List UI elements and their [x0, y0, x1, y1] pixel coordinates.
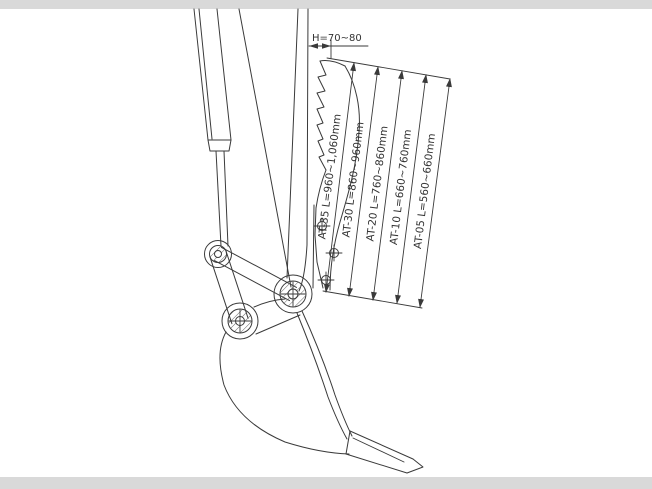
- link-ac-right-line: [225, 250, 249, 319]
- length-dimensions: [322, 57, 452, 309]
- top-border-strip: [0, 0, 652, 9]
- shank-inner-edge: [301, 310, 353, 437]
- cylinder-bottom-cap: [207, 139, 232, 152]
- bracket-line-upper: [253, 298, 286, 308]
- adjustment-bolt-2: [325, 244, 343, 262]
- link-ab-upper-line: [221, 246, 297, 288]
- arm-left-edge: [286, 8, 299, 279]
- adjustment-bolt-3: [317, 271, 335, 289]
- arm-right-edge: [298, 8, 309, 292]
- tooth-joint-line: [345, 430, 351, 455]
- h-dimension-label: H=70~80: [312, 33, 362, 44]
- dipper-arm: [238, 8, 309, 292]
- pin-a-boss: [204, 240, 232, 268]
- tooth-top-edge: [349, 430, 414, 460]
- link-ab-lower-line: [214, 260, 290, 302]
- ripper-shank: [219, 310, 424, 474]
- h-arrow-right: [322, 43, 331, 49]
- cylinder-rod-right-edge: [223, 150, 229, 247]
- tooth-bottom-edge: [345, 453, 408, 474]
- tooth-inner-line: [352, 437, 405, 463]
- shank-inner-plate-line: [296, 312, 348, 440]
- linkage: [209, 246, 301, 335]
- h-dimension: [308, 39, 369, 59]
- blade-mount-plate-edge: [312, 204, 315, 289]
- pin-b-boss: [273, 274, 313, 314]
- cylinder-rod-left-edge: [215, 150, 222, 247]
- blade-top-edge: [319, 60, 346, 67]
- arm-front-diagonal: [238, 8, 292, 288]
- pin-b-crosshair: [280, 281, 306, 307]
- cylinder-barrel-right-edge: [216, 8, 232, 141]
- cylinder-barrel-left-edge: [193, 8, 209, 141]
- cylinder-barrel-inner-line: [198, 8, 213, 140]
- pin-c-crosshair: [228, 309, 252, 333]
- model-label-at05: AT-05 L=560~660mm: [412, 133, 438, 250]
- shank-outer-edge: [219, 331, 350, 455]
- pin-bucket-pivot: [221, 302, 259, 340]
- model-label-at10: AT-10 L=660~760mm: [388, 129, 414, 246]
- bottom-border-strip: [0, 477, 652, 489]
- bracket-line: [255, 314, 301, 335]
- pin-c-boss: [221, 302, 259, 340]
- pin-rod-end: [204, 240, 232, 268]
- dim-top-boundary: [326, 57, 451, 80]
- h-arrow-left: [309, 43, 318, 49]
- hydraulic-cylinder: [193, 8, 232, 247]
- dim-line-at05: [418, 78, 452, 308]
- dim-bottom-boundary: [322, 290, 423, 309]
- blade-serrated-edge: [316, 60, 327, 171]
- tooth-tip: [406, 458, 424, 474]
- pin-a-bore: [214, 250, 222, 258]
- pin-arm-pivot: [273, 274, 313, 314]
- link-ac-left-line: [209, 256, 233, 325]
